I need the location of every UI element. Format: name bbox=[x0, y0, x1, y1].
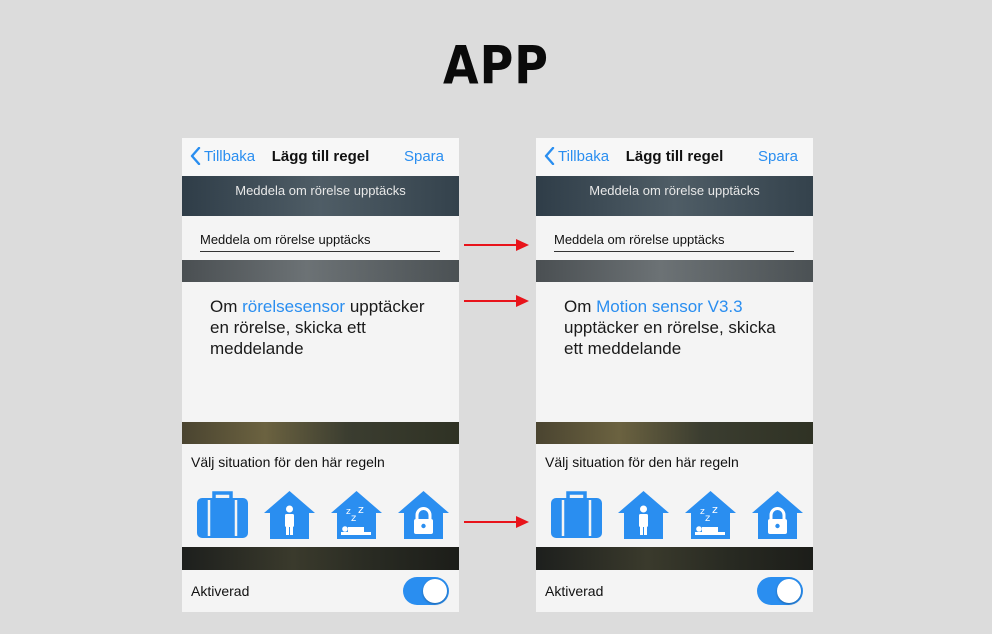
sensor-link[interactable]: Motion sensor V3.3 bbox=[596, 297, 743, 316]
desc-suffix: upptäcker en rörelse, skicka ett meddela… bbox=[210, 297, 425, 358]
save-button[interactable]: Spara bbox=[757, 148, 798, 165]
arrow-right-icon bbox=[464, 295, 529, 307]
suitcase-icon[interactable] bbox=[195, 489, 250, 541]
enabled-row: Aktiverad bbox=[182, 570, 459, 612]
divider-image bbox=[182, 422, 459, 444]
arrow-right-icon bbox=[464, 239, 529, 251]
home-person-icon[interactable] bbox=[262, 489, 317, 541]
rule-name-input[interactable] bbox=[200, 229, 440, 252]
desc-prefix: Om bbox=[564, 297, 597, 316]
svg-text:z: z bbox=[358, 503, 364, 516]
enabled-label: Aktiverad bbox=[545, 583, 604, 599]
phone-screen-before: Tillbaka Lägg till regel Spara Meddela o… bbox=[182, 138, 459, 612]
svg-text:z: z bbox=[351, 513, 356, 524]
phone-screen-after: Tillbaka Lägg till regel Spara Meddela o… bbox=[536, 138, 813, 612]
home-lock-icon[interactable] bbox=[750, 489, 805, 541]
sensor-link[interactable]: rörelsesensor bbox=[242, 297, 346, 316]
enabled-toggle[interactable] bbox=[757, 577, 803, 605]
situation-label: Välj situation för den här regeln bbox=[191, 454, 385, 470]
toggle-knob bbox=[423, 579, 447, 603]
navbar: Tillbaka Lägg till regel Spara bbox=[536, 138, 813, 176]
enabled-label: Aktiverad bbox=[191, 583, 250, 599]
home-sleep-icon[interactable]: z z z bbox=[329, 489, 384, 541]
rule-name-input[interactable] bbox=[554, 229, 794, 252]
situation-label: Välj situation för den här regeln bbox=[545, 454, 739, 470]
back-label: Tillbaka bbox=[204, 147, 256, 165]
rule-description-section: Om rörelsesensor upptäcker en rörelse, s… bbox=[182, 282, 459, 422]
arrow-right-icon bbox=[464, 516, 529, 528]
header-banner: Meddela om rörelse upptäcks bbox=[182, 176, 459, 216]
rule-name-section bbox=[182, 216, 459, 260]
toggle-knob bbox=[777, 579, 801, 603]
enabled-row: Aktiverad bbox=[536, 570, 813, 612]
home-lock-icon[interactable] bbox=[396, 489, 451, 541]
rule-name-section bbox=[536, 216, 813, 260]
banner-text: Meddela om rörelse upptäcks bbox=[235, 183, 406, 198]
situation-icons: z z z bbox=[549, 489, 805, 541]
back-label: Tillbaka bbox=[558, 147, 610, 165]
rule-description-section: Om Motion sensor V3.3 upptäcker en rörel… bbox=[536, 282, 813, 422]
suitcase-icon[interactable] bbox=[549, 489, 604, 541]
header-banner: Meddela om rörelse upptäcks bbox=[536, 176, 813, 216]
svg-text:z: z bbox=[700, 507, 705, 517]
desc-suffix: upptäcker en rörelse, skicka ett meddela… bbox=[564, 318, 776, 358]
divider-image bbox=[536, 260, 813, 282]
divider-image bbox=[536, 422, 813, 444]
chevron-left-icon bbox=[544, 147, 555, 165]
navbar: Tillbaka Lägg till regel Spara bbox=[182, 138, 459, 176]
svg-text:z: z bbox=[705, 513, 710, 524]
chevron-left-icon bbox=[190, 147, 201, 165]
back-button[interactable]: Tillbaka bbox=[544, 147, 609, 165]
page-title: APP bbox=[442, 33, 550, 97]
divider-image bbox=[536, 547, 813, 570]
situation-section: Välj situation för den här regeln z z z bbox=[536, 444, 813, 547]
banner-text: Meddela om rörelse upptäcks bbox=[589, 183, 760, 198]
home-sleep-icon[interactable]: z z z bbox=[683, 489, 738, 541]
situation-section: Välj situation för den här regeln z z z bbox=[182, 444, 459, 547]
home-person-icon[interactable] bbox=[616, 489, 671, 541]
back-button[interactable]: Tillbaka bbox=[190, 147, 255, 165]
svg-text:z: z bbox=[712, 503, 718, 516]
svg-text:z: z bbox=[346, 507, 351, 517]
save-button[interactable]: Spara bbox=[403, 148, 444, 165]
divider-image bbox=[182, 547, 459, 570]
desc-prefix: Om bbox=[210, 297, 243, 316]
divider-image bbox=[182, 260, 459, 282]
enabled-toggle[interactable] bbox=[403, 577, 449, 605]
rule-description: Om rörelsesensor upptäcker en rörelse, s… bbox=[210, 296, 430, 359]
rule-description: Om Motion sensor V3.3 upptäcker en rörel… bbox=[564, 296, 784, 359]
situation-icons: z z z bbox=[195, 489, 451, 541]
